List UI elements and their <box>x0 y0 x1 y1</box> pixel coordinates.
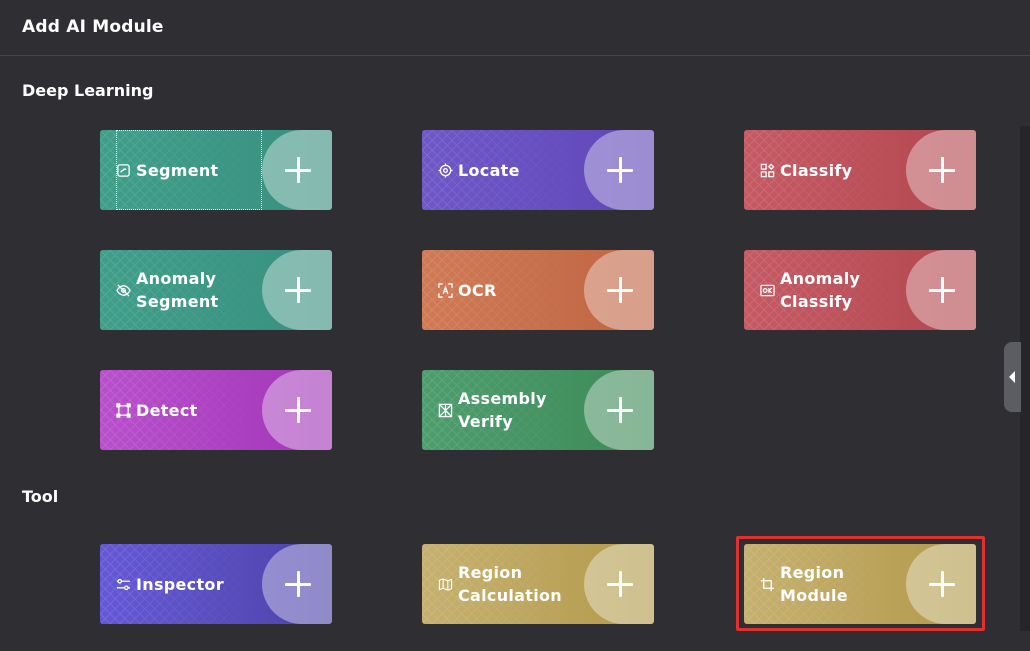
plus-icon <box>929 571 955 597</box>
plus-icon <box>929 277 955 303</box>
ok-badge-icon <box>760 283 775 298</box>
add-locate-button[interactable] <box>584 130 654 210</box>
add-region-module-button[interactable] <box>906 544 976 624</box>
add-anomaly-classify-button[interactable] <box>906 250 976 330</box>
module-label: Anomaly Classify <box>780 269 861 311</box>
add-classify-button[interactable] <box>906 130 976 210</box>
add-assembly-verify-button[interactable] <box>584 370 654 450</box>
plus-icon <box>607 397 633 423</box>
module-card-inspector[interactable]: Inspector <box>100 544 332 624</box>
plus-icon <box>285 277 311 303</box>
sliders-icon <box>116 577 131 592</box>
plus-icon <box>285 571 311 597</box>
selection-highlight <box>736 536 985 631</box>
ocr-scan-icon <box>438 282 453 298</box>
add-detect-button[interactable] <box>262 370 332 450</box>
plus-icon <box>607 277 633 303</box>
module-label: Region Calculation <box>458 563 562 605</box>
module-card-classify[interactable]: Classify <box>744 130 976 210</box>
module-label: OCR <box>458 280 497 300</box>
assembly-icon <box>438 403 453 418</box>
plus-icon <box>285 397 311 423</box>
crop-icon <box>760 577 775 592</box>
segment-icon <box>116 163 131 178</box>
module-card-anomaly-classify[interactable]: Anomaly Classify <box>744 250 976 330</box>
module-label: Segment <box>136 160 219 180</box>
module-card-region-module[interactable]: Region Module <box>744 544 976 624</box>
plus-icon <box>607 157 633 183</box>
module-card-anomaly-segment[interactable]: Anomaly Segment <box>100 250 332 330</box>
eye-slash-icon <box>116 283 131 298</box>
dialog-header: Add AI Module <box>0 0 1030 56</box>
module-label: Region Module <box>780 563 848 605</box>
scrollbar-track[interactable] <box>1020 126 1030 631</box>
add-ocr-button[interactable] <box>584 250 654 330</box>
focus-outline <box>116 130 262 210</box>
module-label: Assembly Verify <box>458 389 547 431</box>
section-title-tool: Tool <box>22 487 59 506</box>
module-label: Classify <box>780 160 853 180</box>
module-card-locate[interactable]: Locate <box>422 130 654 210</box>
plus-icon <box>929 157 955 183</box>
add-region-calculation-button[interactable] <box>584 544 654 624</box>
grid-shapes-icon <box>760 162 775 178</box>
module-card-region-calculation[interactable]: Region Calculation <box>422 544 654 624</box>
module-card-ocr[interactable]: OCR <box>422 250 654 330</box>
module-label: Inspector <box>136 574 224 594</box>
map-icon <box>438 577 453 592</box>
module-label: Detect <box>136 400 198 420</box>
module-label: Anomaly Segment <box>136 269 219 311</box>
add-segment-button[interactable] <box>262 130 332 210</box>
plus-icon <box>285 157 311 183</box>
dialog-title: Add AI Module <box>22 17 164 37</box>
module-card-detect[interactable]: Detect <box>100 370 332 450</box>
module-card-segment[interactable]: Segment <box>100 130 332 210</box>
module-card-assembly-verify[interactable]: Assembly Verify <box>422 370 654 450</box>
module-label: Locate <box>458 160 520 180</box>
chevron-left-icon <box>1009 371 1015 383</box>
collapse-panel-handle[interactable] <box>1004 342 1021 412</box>
add-inspector-button[interactable] <box>262 544 332 624</box>
target-icon <box>438 162 453 178</box>
plus-icon <box>607 571 633 597</box>
bounding-box-icon <box>116 402 131 418</box>
add-anomaly-segment-button[interactable] <box>262 250 332 330</box>
section-title-deep-learning: Deep Learning <box>22 81 154 100</box>
